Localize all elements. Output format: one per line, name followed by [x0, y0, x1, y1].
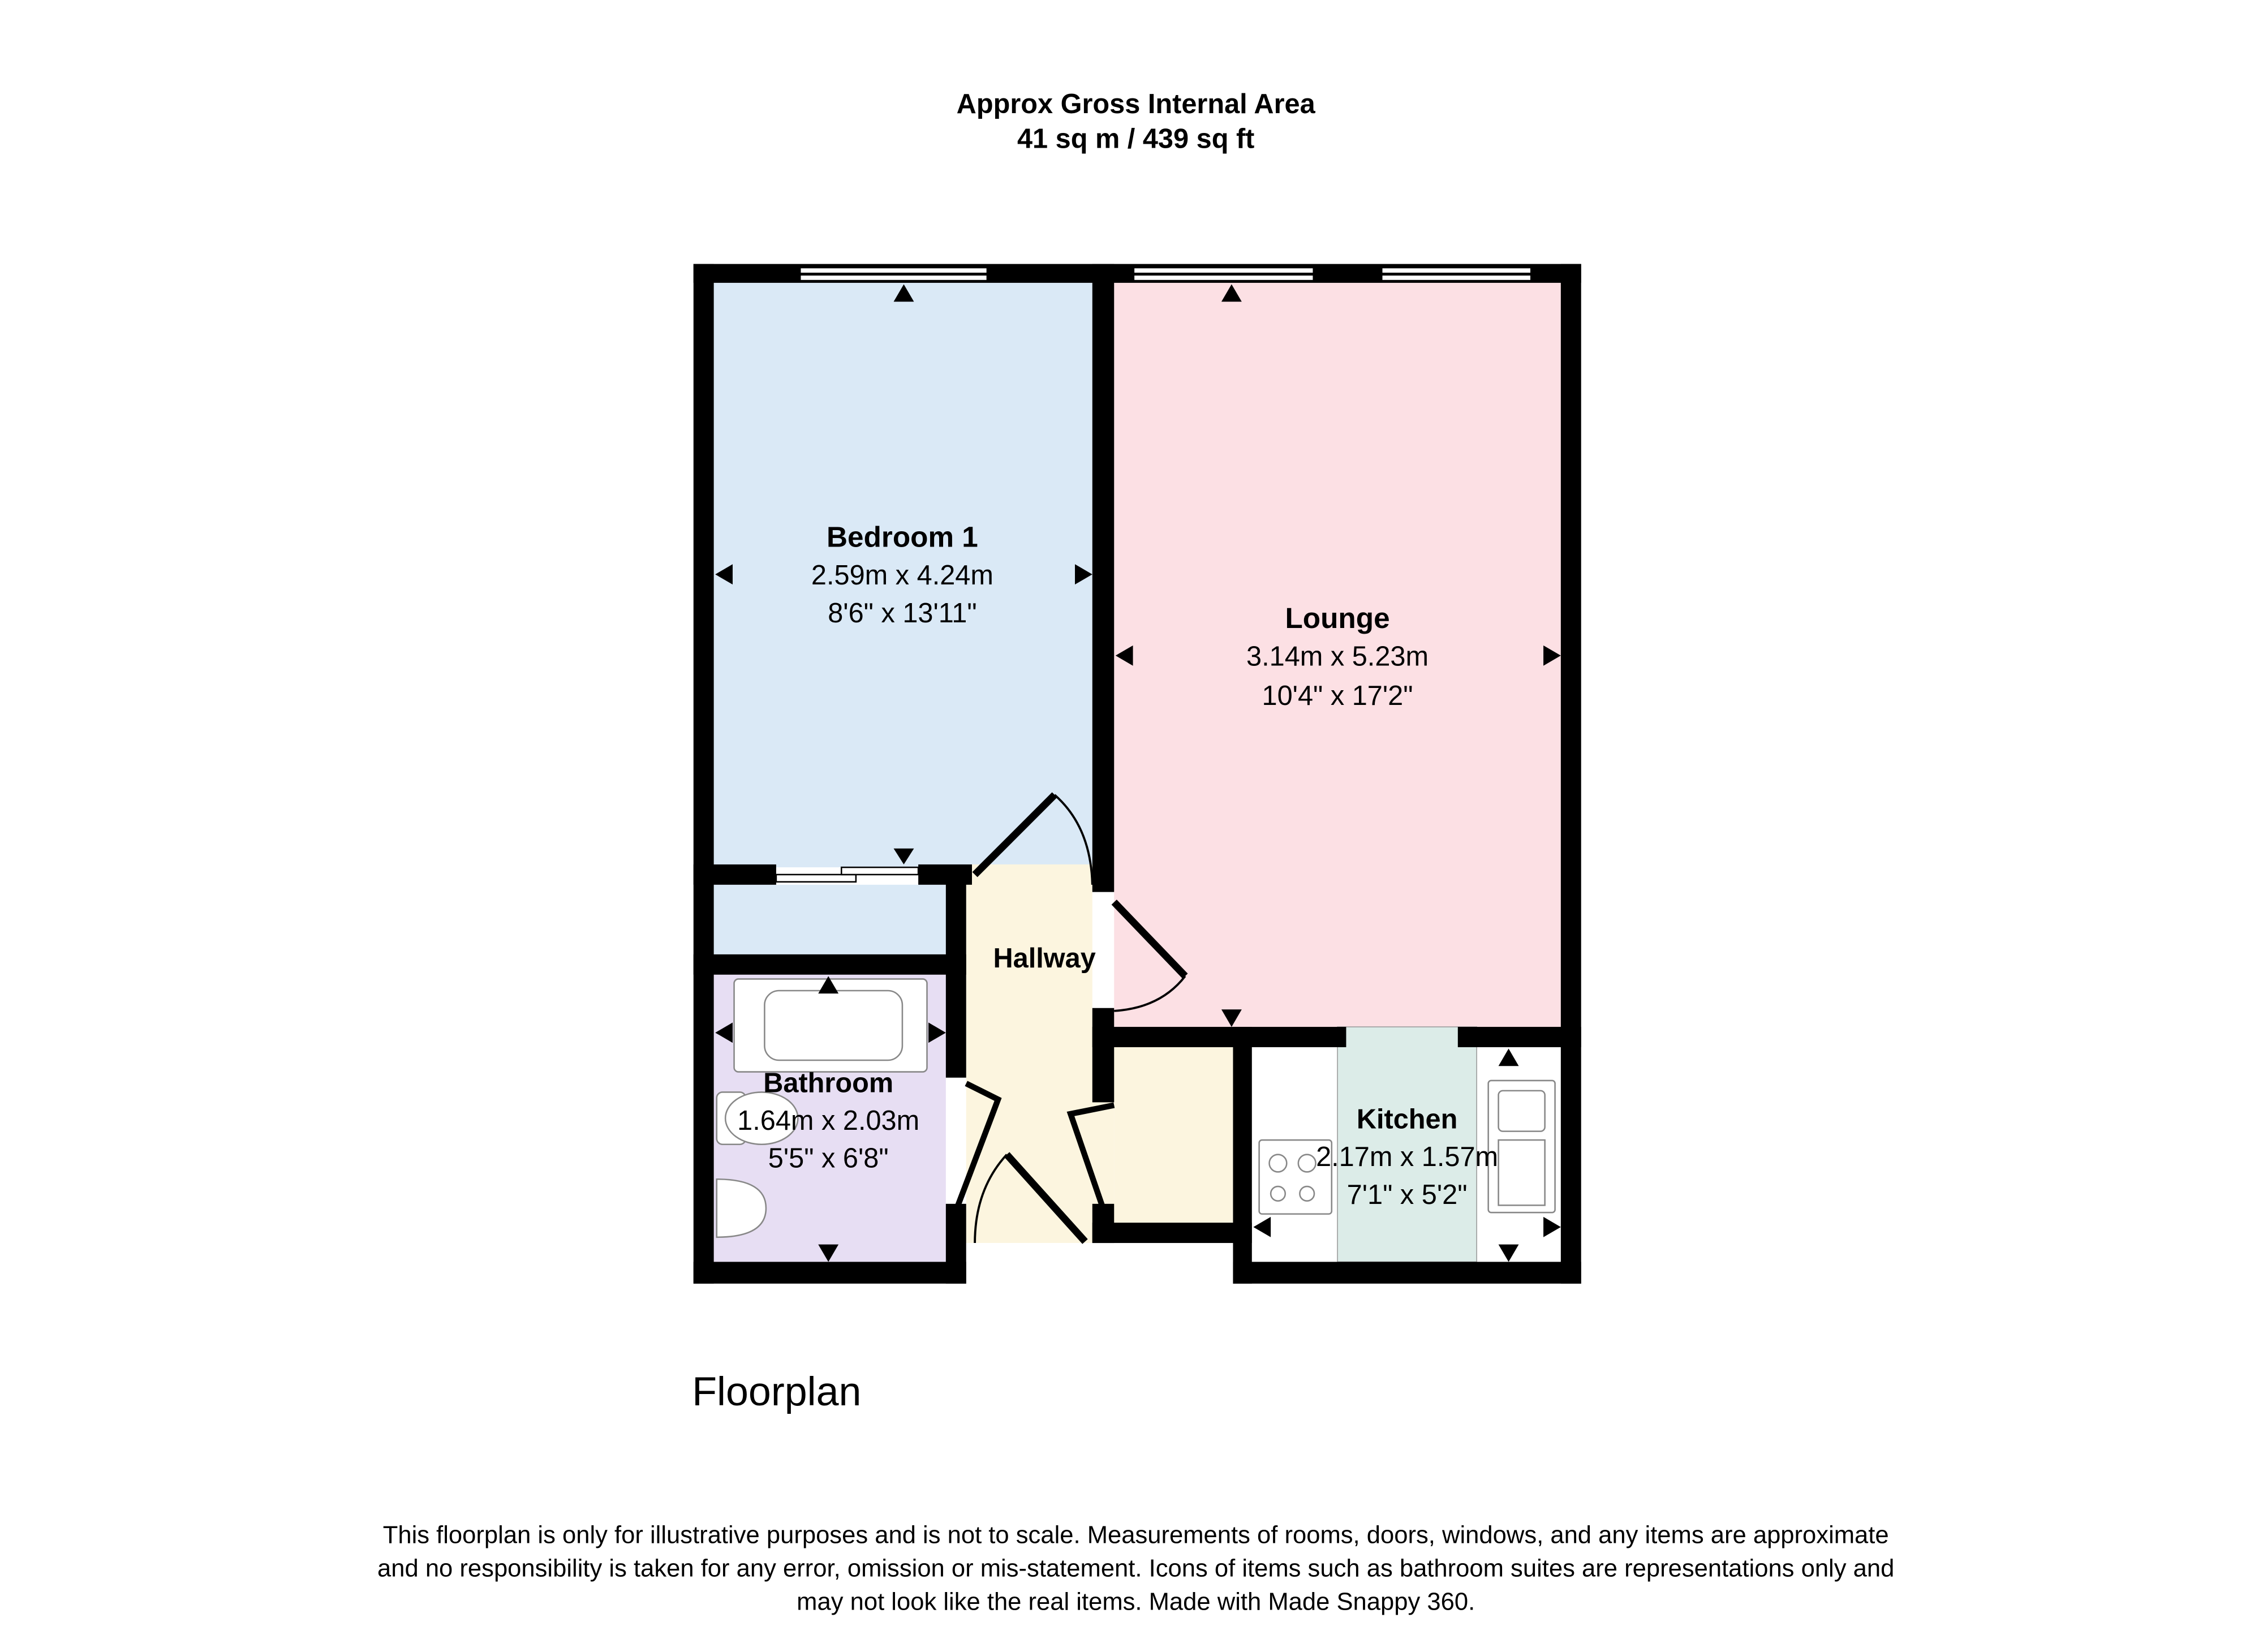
room-label-bathroom: Bathroom 1.64m x 2.03m 5'5" x 6'8": [737, 1068, 919, 1173]
bathroom-name: Bathroom: [763, 1068, 893, 1098]
bedroom-area: [713, 282, 1092, 868]
area-title: Approx Gross Internal Area: [957, 89, 1316, 119]
hallway-name: Hallway: [993, 943, 1096, 974]
bathroom-metric: 1.64m x 2.03m: [737, 1105, 919, 1136]
lounge-imperial: 10'4" x 17'2": [1262, 681, 1413, 711]
walls: [693, 264, 1581, 1284]
room-label-lounge: Lounge 3.14m x 5.23m 10'4" x 17'2": [1246, 602, 1429, 711]
disclaimer-line-1: This floorplan is only for illustrative …: [383, 1522, 1889, 1549]
hallway-area: [966, 864, 1115, 1244]
area-value: 41 sq m / 439 sq ft: [1017, 123, 1254, 154]
dimension-arrows: [715, 284, 1561, 1262]
windows: [801, 268, 1531, 280]
disclaimer-line-3: may not look like the real items. Made w…: [797, 1589, 1475, 1616]
bedroom-name: Bedroom 1: [827, 520, 978, 553]
bathroom-imperial: 5'5" x 6'8": [768, 1143, 889, 1174]
disclaimer-line-2: and no responsibility is taken for any e…: [377, 1555, 1894, 1582]
basin-icon: [716, 1178, 767, 1238]
wardrobe-area: [713, 884, 946, 954]
bedroom-imperial: 8'6" x 13'11": [828, 598, 976, 629]
kitchen-name: Kitchen: [1357, 1104, 1458, 1135]
kitchen-metric: 2.17m x 1.57m: [1316, 1142, 1498, 1172]
floor-label: Floorplan: [692, 1369, 861, 1414]
kitchen-area: [1337, 1026, 1477, 1263]
sliding-wardrobe-door: [775, 866, 919, 883]
cupboard-area: [1114, 1047, 1233, 1223]
fixtures: [716, 978, 1556, 1238]
kitchen-imperial: 7'1" x 5'2": [1347, 1180, 1468, 1210]
lounge-name: Lounge: [1285, 602, 1389, 634]
lounge-metric: 3.14m x 5.23m: [1246, 642, 1429, 672]
room-label-bedroom: Bedroom 1 2.59m x 4.24m 8'6" x 13'11": [811, 520, 993, 628]
room-label-kitchen: Kitchen 2.17m x 1.57m 7'1" x 5'2": [1316, 1104, 1498, 1210]
lounge-area: [1114, 282, 1561, 1027]
bedroom-metric: 2.59m x 4.24m: [811, 560, 993, 591]
doors: [954, 792, 1188, 1244]
